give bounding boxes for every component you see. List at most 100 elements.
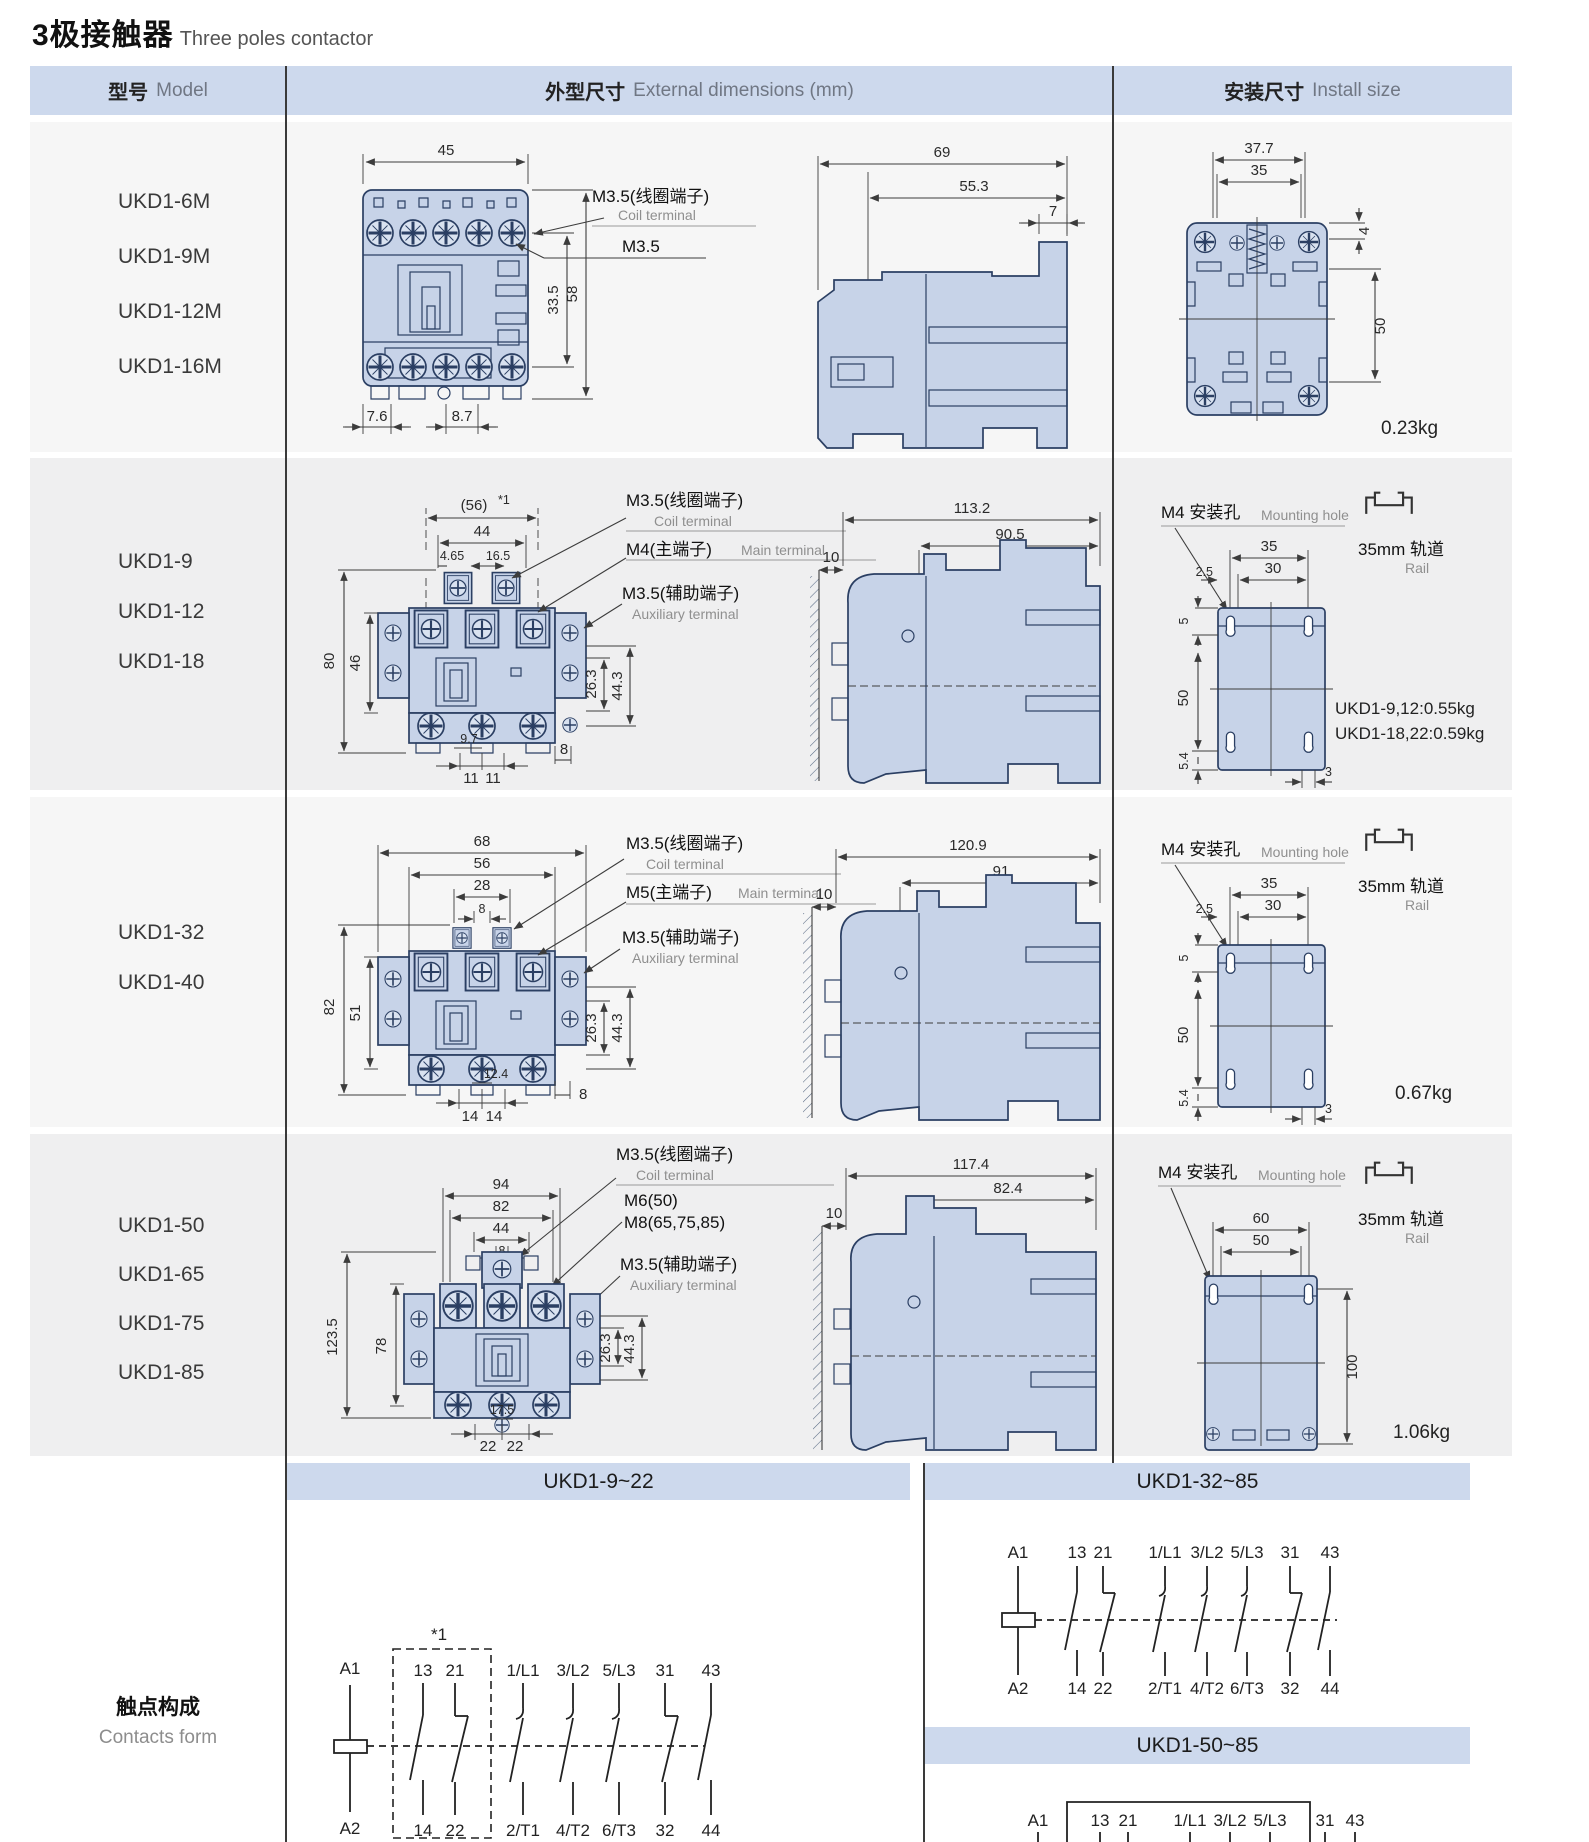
terminal-a1: A1 <box>1008 1543 1029 1562</box>
row2-side-view: 113.2 90.5 10 <box>810 500 1101 784</box>
dim-50: 50 <box>1253 1232 1270 1249</box>
row4-install-view: M4 安装孔 Mounting hole 35mm 轨道 Rail 60 50 <box>1158 1161 1450 1451</box>
contacts-group-box <box>1066 1801 1311 1842</box>
mounting-hole-zh: M4 安装孔 <box>1161 840 1240 859</box>
dim-11a: 11 <box>463 770 479 787</box>
dim-12_4: 12.4 <box>484 1067 508 1081</box>
main-pole-5L3: 5/L3 6/T3 <box>602 1661 636 1840</box>
main-pole-5L3: 5/L3 6/T3 <box>1230 1543 1264 1698</box>
page-title-zh: 3极接触器 <box>32 19 174 52</box>
callout-coil-terminal-en: Coil terminal <box>618 207 696 223</box>
circuit-ukd1-9-22: A1 A2 *1 13 14 21 22 1/L1 <box>333 1625 721 1840</box>
model-label: UKD1-9 <box>118 550 193 573</box>
din-rail-icon <box>1365 1161 1413 1185</box>
dim-58: 58 <box>564 286 581 303</box>
dim-56: 56 <box>474 855 491 872</box>
terminal-label: 3/L2 <box>1190 1543 1223 1562</box>
dim-5_4: 5.4 <box>1177 752 1191 769</box>
row4-dimension-drawing: M3.5(线圈端子) Coil terminal 94 82 44 <box>324 1145 1097 1455</box>
dim-44_3: 44.3 <box>621 1334 638 1363</box>
dim-26_3: 26.3 <box>583 669 600 698</box>
terminal-label: 1/L1 <box>506 1661 539 1680</box>
terminal-label: 21 <box>446 1661 465 1680</box>
dim-44_3: 44.3 <box>609 1013 626 1042</box>
model-cell-row3: UKD1-32 UKD1-40 <box>30 797 286 1127</box>
mounting-hole-en: Mounting hole <box>1261 844 1349 860</box>
dim-16_5: 16.5 <box>486 549 510 563</box>
model-label: UKD1-50 <box>118 1214 205 1237</box>
table-header: 型号 Model 外型尺寸 External dimensions (mm) 安… <box>30 66 1512 115</box>
model-label: UKD1-75 <box>118 1312 205 1335</box>
header-model-en: Model <box>156 79 208 101</box>
row1-front-view: 45 <box>343 142 756 434</box>
terminal-label: 43 <box>702 1661 721 1680</box>
row2-install-view: M4 安装孔 Mounting hole 35mm 轨道 Rail 35 30 … <box>1161 491 1484 788</box>
dimensions-cell-row1: 45 <box>286 122 1113 452</box>
dim-22a: 22 <box>480 1438 497 1455</box>
mounting-hole-zh: M4 安装孔 <box>1158 1163 1237 1182</box>
terminal-label: 22 <box>1094 1679 1113 1698</box>
terminal-label: 3/L2 <box>556 1661 589 1680</box>
model-label: UKD1-32 <box>118 921 205 944</box>
dim-60: 60 <box>1253 1210 1270 1227</box>
model-cell-row4: UKD1-50 UKD1-65 UKD1-75 UKD1-85 <box>30 1134 286 1456</box>
mounting-hole-zh: M4 安装孔 <box>1161 503 1240 522</box>
dim-22b: 22 <box>507 1438 524 1455</box>
row3-install-drawing: M4 安装孔 Mounting hole 35mm 轨道 Rail 35 30 … <box>1161 828 1452 1125</box>
model-label: UKD1-6M <box>118 190 211 213</box>
dim-2_5: 2.5 <box>1196 565 1213 579</box>
dim-50: 50 <box>1175 690 1192 707</box>
contacts-form-label: 触点构成 Contacts form <box>30 1463 286 1749</box>
dim-100: 100 <box>1344 1354 1361 1379</box>
header-model-zh: 型号 <box>108 82 149 104</box>
terminal-label: 31 <box>1281 1543 1300 1562</box>
dimensions-cell-row2: (56) *1 44 4.65 16.5 <box>286 458 1113 790</box>
dim-4_65: 4.65 <box>440 549 464 563</box>
row2-dimension-drawing: (56) *1 44 4.65 16.5 <box>321 491 1101 787</box>
dim-7: 7 <box>1049 203 1057 220</box>
callout-coil-en: Coil terminal <box>636 1167 714 1183</box>
dim-45: 45 <box>438 142 455 159</box>
callout-aux-zh: M3.5(辅助端子) <box>620 1255 737 1274</box>
dim-35: 35 <box>1261 875 1278 892</box>
mounting-hole-en: Mounting hole <box>1261 507 1349 523</box>
contacts-panel-divider <box>923 1463 925 1842</box>
callout-coil-terminal-zh: M3.5(线圈端子) <box>592 187 709 206</box>
callout-m6: M6(50) <box>624 1191 678 1210</box>
dim-82_4: 82.4 <box>993 1180 1022 1197</box>
dim-26_3: 26.3 <box>597 1333 614 1362</box>
header-install-size: 安装尺寸 Install size <box>1113 66 1512 115</box>
terminal-label: 44 <box>702 1821 721 1840</box>
dim-44: 44 <box>474 523 491 540</box>
terminal-label: 13 <box>1091 1811 1110 1830</box>
model-cell-row2: UKD1-9 UKD1-12 UKD1-18 <box>30 458 286 790</box>
dim-26_3: 26.3 <box>583 1013 600 1042</box>
model-label: UKD1-85 <box>118 1361 205 1384</box>
callout-main-en: Main terminal <box>741 542 825 558</box>
dim-10: 10 <box>823 549 840 566</box>
row3-dimension-drawing: 68 56 28 8 <box>321 833 1101 1125</box>
terminal-label: 22 <box>446 1821 465 1840</box>
dim-123_5: 123.5 <box>324 1318 341 1356</box>
circuit-ukd1-50-85: A1 13 21 1/L1 3/L2 5/L3 31 43 <box>1028 1801 1364 1842</box>
row1-dimension-drawing: 45 <box>343 142 1085 449</box>
row1-install-drawing: 37.7 35 <box>1179 140 1438 439</box>
din-rail-icon <box>1365 828 1413 852</box>
dim-28: 28 <box>474 877 491 894</box>
callout-coil-en: Coil terminal <box>646 856 724 872</box>
rail-zh: 35mm 轨道 <box>1358 1210 1444 1229</box>
dim-44_3: 44.3 <box>609 671 626 700</box>
dim-35: 35 <box>1261 538 1278 555</box>
spec-table: 型号 Model 外型尺寸 External dimensions (mm) 安… <box>30 66 1512 1842</box>
dim-69: 69 <box>934 144 951 161</box>
dim-56-sup: *1 <box>498 493 510 507</box>
dim-17_5: 17.5 <box>490 1403 514 1417</box>
dim-3: 3 <box>1325 765 1332 779</box>
dim-90_5: 90.5 <box>995 526 1024 543</box>
dim-82: 82 <box>493 1198 510 1215</box>
dim-2_5: 2.5 <box>1196 902 1213 916</box>
callout-aux-en: Auxiliary terminal <box>630 1277 737 1293</box>
contacts-panel-ukd1-32-85: UKD1-32~85 A1 A2 13 14 21 22 1/L1 <box>925 1463 1512 1842</box>
panel3-title: UKD1-50~85 <box>925 1727 1470 1764</box>
dim-7_6: 7.6 <box>367 408 388 425</box>
